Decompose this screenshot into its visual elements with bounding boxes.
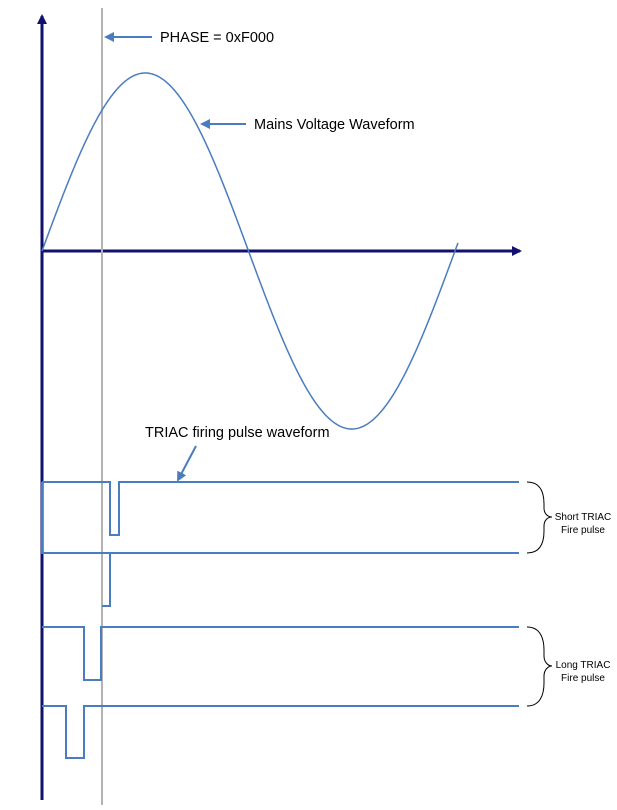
- phase-label: PHASE = 0xF000: [160, 30, 274, 46]
- short-pulse-trace-1: [42, 481, 519, 536]
- long-pulse-label-line2: Fire pulse: [561, 673, 605, 684]
- mains-waveform-label: Mains Voltage Waveform: [254, 117, 415, 133]
- short-pulse-trace-3: [102, 553, 111, 607]
- short-pulse-label-line2: Fire pulse: [561, 525, 605, 536]
- short-pulse-trace-2: [41, 482, 519, 554]
- mains-voltage-waveform: [41, 72, 459, 430]
- long-pulse-trace-1: [42, 626, 519, 681]
- long-pulse-brace: [526, 626, 553, 707]
- short-pulse-brace: [526, 481, 553, 554]
- triac-waveform-label: TRIAC firing pulse waveform: [145, 425, 330, 441]
- long-pulse-trace-2: [42, 705, 519, 759]
- long-pulse-label-line1: Long TRIAC: [556, 660, 611, 671]
- short-pulse-label-line1: Short TRIAC: [555, 512, 612, 523]
- triac-arrow: [177, 445, 197, 482]
